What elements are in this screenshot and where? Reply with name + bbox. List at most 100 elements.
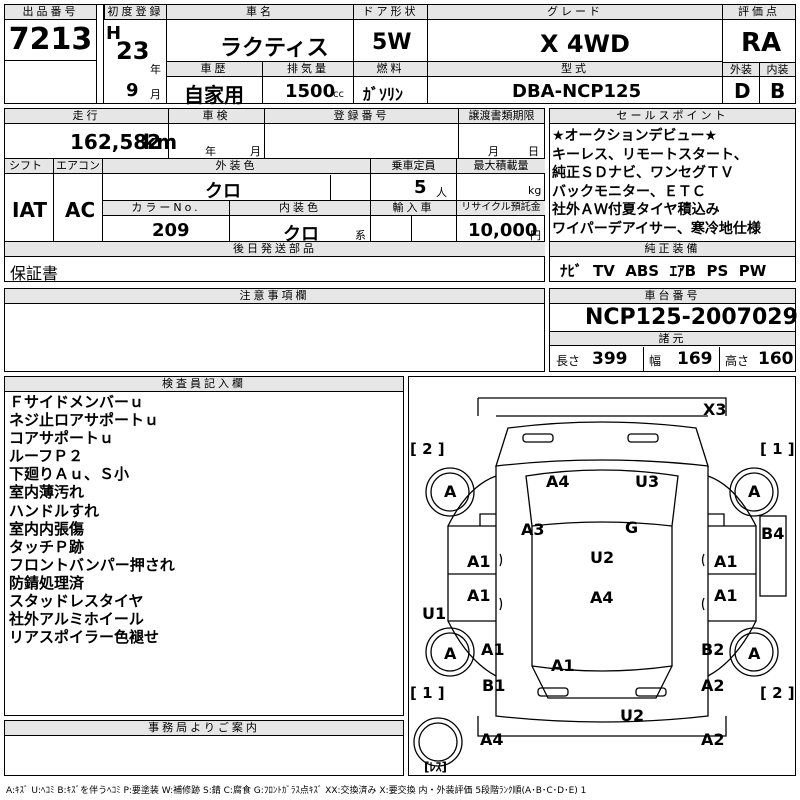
shift-label: シフト <box>5 159 53 174</box>
mileage-unit: km <box>143 130 178 154</box>
history: 自家用 <box>184 83 244 107</box>
reg-no-label: 登録番号 <box>265 109 458 124</box>
divider <box>353 62 354 103</box>
diag-trunk: A1 <box>551 656 575 675</box>
grade: X 4WD <box>540 30 630 58</box>
inspector-line: 社外アルミホイール <box>9 610 144 629</box>
divider <box>719 347 720 371</box>
equip-item: ﾅﾋﾞ <box>560 262 583 280</box>
num-top-right: [ 1 ] <box>760 440 795 458</box>
max-load-unit: kg <box>528 184 542 197</box>
divider <box>550 241 795 242</box>
divider <box>262 62 263 103</box>
chassis-label: 車台番号 <box>550 289 795 304</box>
int-color-unit: 系 <box>355 229 366 242</box>
tyre-front-left: A <box>444 482 457 501</box>
import-label: 輸入車 <box>371 201 456 216</box>
first-reg-label: 初度登録 <box>104 5 166 20</box>
notes-label: 注意事項欄 <box>5 289 544 304</box>
displacement-unit: cc <box>333 89 344 100</box>
era-letter: H <box>106 23 122 44</box>
ac: AC <box>65 198 96 222</box>
height: 160 <box>758 349 794 369</box>
sales-lines: ★オークションデビュー★ キーレス、リモートスタート、 純正ＳＤナビ、ワンセグＴ… <box>552 127 795 238</box>
transfer-label: 譲渡書類期限 <box>459 109 544 124</box>
equip-item: PS <box>706 262 729 280</box>
tyre-rear-left: A <box>444 644 457 663</box>
inspector-line: 室内薄汚れ <box>9 483 85 502</box>
history-label: 車歴 <box>167 62 262 77</box>
int-color-label: 内装色 <box>230 201 370 216</box>
divider <box>264 109 265 158</box>
interior-grade: B <box>770 79 786 103</box>
divider <box>166 5 167 103</box>
inspector-label: 検査員記入欄 <box>5 377 403 392</box>
inspector-line: ルーフＰ２ <box>9 447 84 466</box>
sales-box <box>549 108 796 282</box>
diag-x3: X3 <box>703 400 727 419</box>
color-no: 209 <box>152 220 190 241</box>
month-unit: 月 <box>150 88 161 101</box>
num-bottom-left: [ 1 ] <box>410 684 445 702</box>
header-table <box>4 4 796 104</box>
divider <box>167 61 722 62</box>
exterior-grade: D <box>734 79 751 103</box>
door-label: ドア形状 <box>354 5 427 20</box>
divider <box>458 109 459 158</box>
sales-label: セールスポイント <box>550 109 795 124</box>
legend: A:ｷｽﾞ U:ﾍｺﾐ B:ｷｽﾞを伴うﾍｺﾐ P:要塗装 W:補修跡 S:錆 … <box>6 786 587 796</box>
office-box <box>4 720 404 776</box>
spare-tyre-label: [ﾚｽ] <box>424 760 447 774</box>
inspector-line: ネジ止ロアサポートｕ <box>9 411 160 430</box>
diag-hood-right: U3 <box>635 472 660 491</box>
divider <box>427 5 428 62</box>
grade-label: グレード <box>428 5 722 20</box>
transfer-day-unit: 日 <box>528 145 539 158</box>
lot-label: 出品番号 <box>5 5 96 20</box>
divider <box>759 62 760 103</box>
diag-rear-bumper-u2: U2 <box>620 706 645 725</box>
diag-b4: B4 <box>761 524 785 543</box>
color-label: 外装色 <box>103 159 370 174</box>
recycle-unit: 円 <box>530 229 541 242</box>
diag-roof-u2: U2 <box>590 548 615 567</box>
reg-year: 23 <box>116 37 150 65</box>
equip-item: PW <box>738 262 767 280</box>
diag-rear-fender-right: B2 <box>701 640 725 659</box>
door-type: 5W <box>372 30 412 55</box>
num-bottom-right: [ 2 ] <box>760 684 795 702</box>
diag-roof-a4: A4 <box>590 588 614 607</box>
divider <box>102 159 103 241</box>
diag-rear-door-left: A1 <box>467 586 491 605</box>
max-load-label: 最大積載量 <box>457 159 545 174</box>
equip-item: TV <box>592 262 615 280</box>
diag-rear-bumper-a4: A4 <box>480 730 504 749</box>
diag-front-door-right: A1 <box>714 552 738 571</box>
num-top-left: [ 2 ] <box>410 440 445 458</box>
model-code: DBA-NCP125 <box>512 81 642 102</box>
divider <box>5 241 545 242</box>
length-label: 長さ <box>556 354 581 368</box>
inspector-lines: Ｆサイドメンバーｕ ネジ止ロアサポートｕ コアサポートｕ ルーフＰ２ 下廻りＡｕ… <box>9 393 399 646</box>
ac-label: エアコン <box>54 159 102 174</box>
width-label: 幅 <box>649 354 662 368</box>
divider <box>5 158 545 159</box>
damage-diagram <box>408 376 796 776</box>
diag-hood-left: A4 <box>546 472 570 491</box>
divider <box>353 5 354 62</box>
tyre-rear-right: A <box>748 644 761 663</box>
diag-a2-right: A2 <box>701 676 725 695</box>
displacement-label: 排気量 <box>263 62 353 77</box>
inspector-line: リアスポイラー色褪せ <box>9 628 160 647</box>
divider <box>427 62 428 103</box>
height-label: 高さ <box>725 354 750 368</box>
body-color: クロ <box>205 181 241 202</box>
divider <box>5 60 96 61</box>
divider <box>229 201 230 241</box>
chassis-box <box>549 288 796 372</box>
shift: IAT <box>12 198 48 222</box>
color-no-label: カラーNo. <box>103 201 229 216</box>
equipment-list: ﾅﾋﾞ TV ABS ｴｱB PS PW <box>560 260 766 281</box>
diag-front-door-left: A1 <box>467 552 491 571</box>
displacement: 1500 <box>285 81 336 102</box>
